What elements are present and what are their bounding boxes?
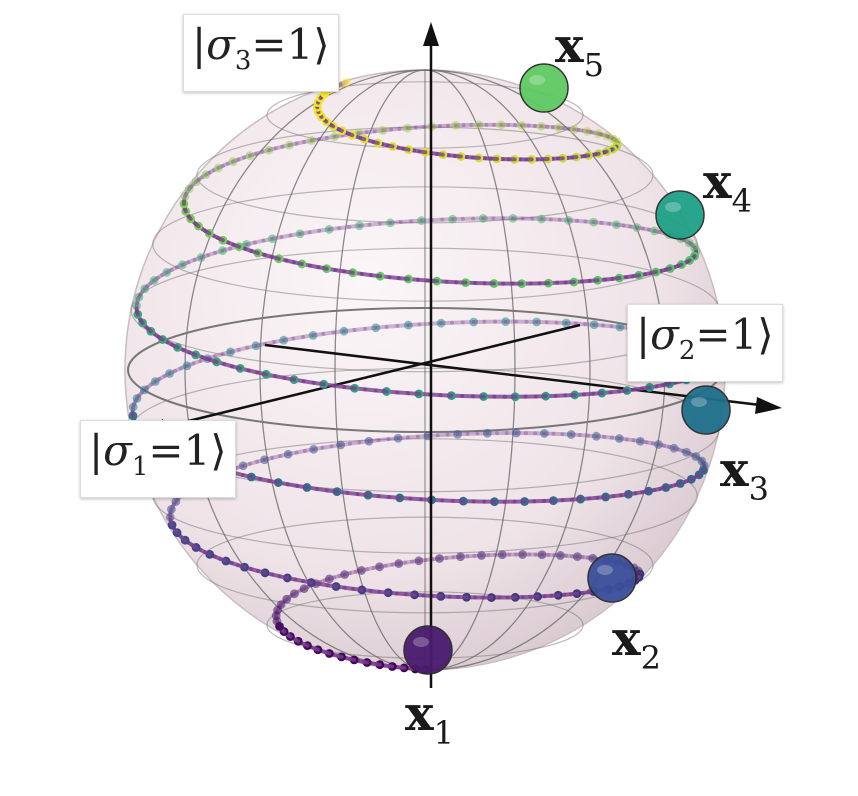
spiral-dot: [275, 622, 284, 631]
state-point-x2: [588, 554, 636, 602]
state-point-highlight: [597, 565, 613, 575]
sigma3-state-label: |σ3=1⟩: [183, 14, 339, 92]
state-point-x1: [404, 626, 452, 674]
state-point-highlight: [529, 75, 545, 85]
state-point-x3: [682, 386, 730, 434]
spiral-dot: [342, 78, 351, 87]
state-point-highlight: [665, 202, 681, 212]
point-label-x5: x5: [555, 22, 604, 89]
sigma1-state-label: |σ1=1⟩: [80, 420, 236, 498]
sigma3-arrow-head: [423, 22, 439, 46]
state-point-highlight: [413, 637, 429, 647]
sigma2-state-label: |σ2=1⟩: [627, 304, 783, 382]
point-label-x3: x3: [720, 446, 769, 513]
sigma2-arrow-head: [755, 397, 782, 414]
spiral-segment: [170, 520, 171, 523]
point-label-x1: x1: [405, 690, 454, 757]
point-label-x2: x2: [612, 615, 661, 682]
point-label-x4: x4: [703, 158, 752, 225]
state-point-x4: [656, 191, 704, 239]
state-point-highlight: [691, 397, 707, 407]
